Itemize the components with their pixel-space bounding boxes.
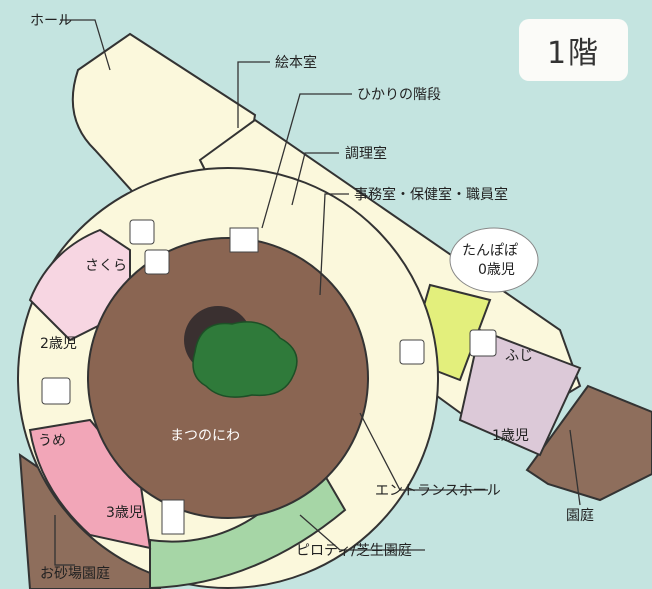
hall-leader [60,19,111,71]
courtyard-label: 園庭 [566,507,594,524]
floor-badge: 1階 [519,19,628,81]
sakura-age-label: 2歳児 [40,336,77,352]
picture-book-room-leader [237,61,270,128]
restroom-icon-center [399,339,425,365]
matsu-garden-label: まつのにわ [170,428,240,444]
sakura-label: さくら [85,258,127,274]
courtyard-leader [569,429,581,506]
pine-tree [192,321,298,398]
piloti-leader [299,514,425,551]
kitchen-label: 調理室 [345,145,387,162]
sandbox-leader [54,515,75,566]
courtyard-area [525,384,652,502]
tanpopo-age-label: 0歳児 [478,262,515,278]
bathroom-icon [144,249,170,275]
tanpopo-bubble [449,227,539,293]
entrance-hall-label: エントランスホール [375,483,501,499]
ume-room [28,418,152,550]
hall-label: ホール [30,13,72,29]
stairs-leader [261,93,352,229]
ume-age-label: 3歳児 [106,505,143,521]
entrance-hall-leader [359,412,488,491]
restroom-icon-west [41,377,71,405]
offices-leader [319,193,349,296]
piloti-label: ピロティ/芝生園庭 [296,542,412,559]
ume-label: うめ [38,433,66,449]
kitchen-leader [291,152,339,206]
stairs-south [161,499,185,535]
stairs [229,227,259,253]
fuji-room [458,328,582,457]
fuji-label: ふじ [505,348,533,364]
sandbox-label: お砂場園庭 [40,565,110,582]
restroom-icon [129,219,155,245]
fuji-age-label: 1歳児 [492,428,529,444]
tanpopo-label: たんぽぽ [462,243,518,259]
picture-book-room-label: 絵本室 [275,54,317,71]
offices-label: 事務室・保健室・職員室 [354,186,508,203]
hikari-stairs-label: ひかりの階段 [357,87,441,103]
restroom-icon-east [469,329,497,357]
